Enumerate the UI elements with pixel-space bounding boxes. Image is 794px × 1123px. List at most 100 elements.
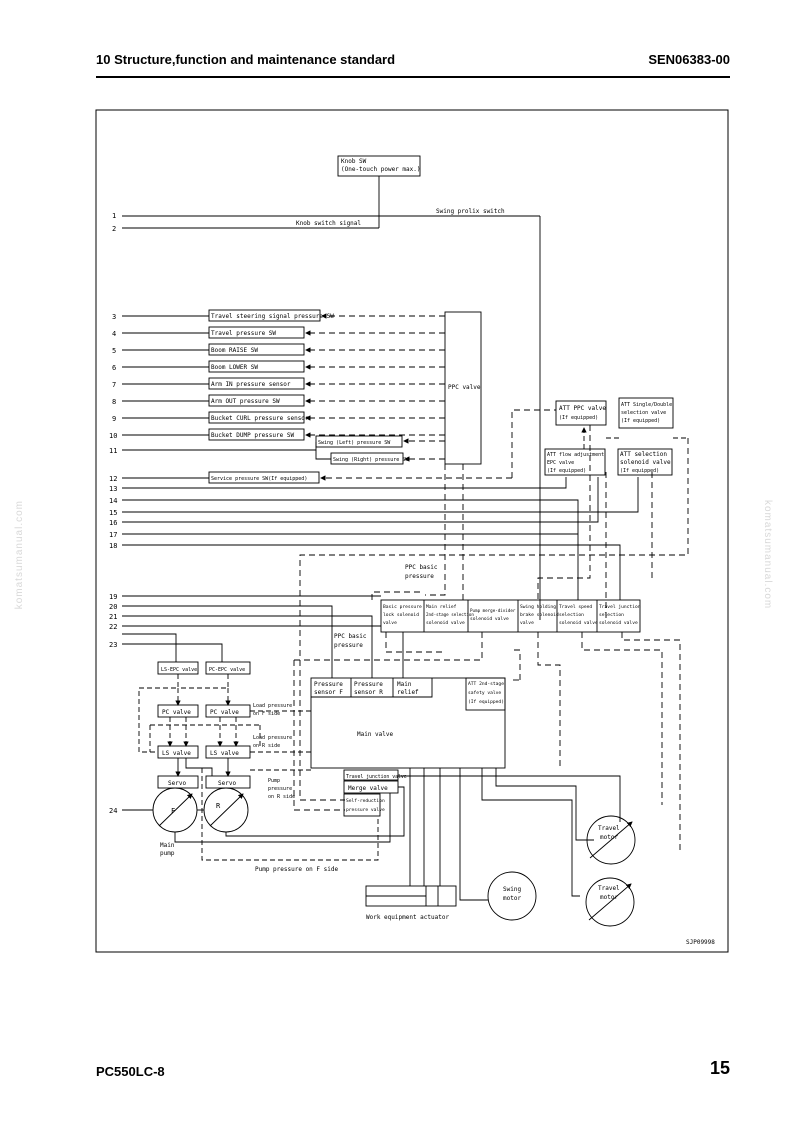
self-reduction-l2: pressure valve: [346, 807, 385, 813]
terminal-5: 5: [112, 347, 116, 355]
footer-page-number: 15: [709, 1058, 730, 1078]
travel-junction-valve-label: Travel junction valve: [346, 774, 407, 780]
solenoid-2-l2: 2nd-stage selection: [426, 612, 474, 617]
pump-pressure-r-l3: on R side: [268, 794, 295, 800]
att-single-double-label: ATT Single/Double: [621, 402, 672, 408]
switch-box-3: [208, 343, 305, 356]
merge-valve-label: Merge valve: [348, 785, 388, 792]
att-ppc-valve-box: [555, 400, 607, 426]
swing-prolix-switch-label: Swing prolix switch: [436, 208, 505, 215]
att-selection-sub: solenoid valve: [620, 459, 671, 466]
terminal-17: 17: [109, 531, 117, 539]
solenoid-6-l1: Travel junction: [599, 604, 641, 610]
switch-box-5: [208, 377, 305, 390]
terminal-7: 7: [112, 381, 116, 389]
switch-box-4: [208, 360, 305, 373]
att-flow-adj-note: (If equipped): [547, 468, 586, 474]
att-single-double-box: [618, 397, 674, 429]
att-flow-adj-label: ATT flow adjustment: [547, 452, 604, 458]
switch-box-11: [208, 471, 320, 484]
terminal-15: 15: [109, 509, 117, 517]
ppc-basic-pressure-2-label: PPC basic: [334, 633, 367, 640]
terminal-23: 23: [109, 641, 117, 649]
switch-box-9: [315, 435, 403, 448]
pump-f-label: F: [171, 807, 175, 815]
switch-label-1: Travel steering signal pressure SW: [211, 313, 334, 320]
switch-label-3: Boom RAISE SW: [211, 347, 258, 354]
solenoid-4-l1: Swing holding: [520, 604, 556, 610]
servo-f-label: Servo: [168, 780, 186, 787]
terminal-16: 16: [109, 519, 117, 527]
terminal-20: 20: [109, 603, 117, 611]
figure-code: SJP09998: [686, 939, 715, 946]
pressure-sensor-f-l2: sensor F: [314, 689, 343, 696]
main-pump-l2: pump: [160, 850, 175, 857]
travel-motor-2-l2: motor: [600, 894, 618, 901]
travel-junction-valve-box: [343, 769, 399, 781]
ppc-valve-label: PPC valve: [448, 384, 481, 391]
att-2nd-stage-box: [465, 677, 506, 711]
terminal-19: 19: [109, 593, 117, 601]
switch-box-10: [330, 452, 404, 465]
footer-model: PC550LC-8: [96, 1064, 165, 1079]
load-pressure-r-l1: Load pressure: [253, 735, 292, 741]
att-selection-note: (If equipped): [620, 468, 659, 474]
att-single-double-note: (If equipped): [621, 418, 660, 424]
page-header: 10 Structure,function and maintenance st…: [96, 52, 730, 78]
servo-r-label: Servo: [218, 780, 236, 787]
main-valve-box: [310, 677, 506, 769]
main-pump-l1: Main: [160, 842, 175, 849]
solenoid-2-l1: Main relief: [426, 604, 457, 610]
load-pressure-f-l1: Load pressure: [253, 703, 292, 709]
terminal-13: 13: [109, 485, 117, 493]
pressure-sensor-f-l1: Pressure: [314, 681, 343, 688]
ls-epc-valve-label: LS-EPC valve: [161, 667, 197, 673]
att-2nd-stage-l3: (If equipped): [468, 699, 504, 705]
switch-label-10: Swing (Right) pressure SW: [333, 457, 409, 463]
att-selection-box: [617, 448, 673, 476]
main-relief-l2: relief: [397, 689, 419, 696]
switch-label-8: Bucket DUMP pressure SW: [211, 432, 294, 439]
switch-label-11: Service pressure SW(If equipped): [211, 476, 307, 482]
att-ppc-valve-label: ATT PPC valve: [559, 405, 606, 412]
work-equipment-actuator-label: Work equipment actuator: [366, 914, 449, 921]
swing-motor-l1: Swing: [503, 886, 521, 893]
att-2nd-stage-l1: ATT 2nd-stage: [468, 681, 504, 687]
pump-r-label: R: [216, 802, 221, 810]
att-single-double-sub: selection valve: [621, 410, 666, 416]
swing-motor: [487, 871, 537, 921]
pump-pressure-f-label: Pump pressure on F side: [255, 866, 338, 873]
solenoid-3-l1: Pump merge-divider: [470, 608, 516, 613]
knob-switch-signal-label: Knob switch signal: [296, 220, 361, 227]
terminal-11: 11: [109, 447, 117, 455]
att-selection-label: ATT selection: [620, 451, 667, 458]
solenoid-valve-block: [380, 599, 641, 633]
figure-frame: [95, 109, 729, 953]
switch-label-2: Travel pressure SW: [211, 330, 276, 337]
travel-motor-2: [585, 877, 635, 927]
switch-label-7: Bucket CURL pressure sensor: [211, 415, 309, 422]
pump-pressure-r-l2: pressure: [268, 786, 292, 792]
travel-motor-1: [586, 815, 636, 865]
switch-box-7: [208, 411, 305, 424]
terminal-24: 24: [109, 807, 117, 815]
switch-box-8: [208, 428, 305, 441]
terminal-4: 4: [112, 330, 116, 338]
solenoid-1-l2: lock solenoid: [383, 612, 419, 618]
solenoid-1-l3: valve: [383, 620, 397, 626]
terminal-9: 9: [112, 415, 116, 423]
switch-label-9: Swing (Left) pressure SW: [318, 440, 391, 446]
pc-valve-r-label: PC valve: [210, 709, 239, 716]
terminal-6: 6: [112, 364, 116, 372]
solenoid-2-l3: solenoid valve: [426, 620, 465, 626]
swing-motor-l2: motor: [503, 895, 521, 902]
load-pressure-f-l2: on F side: [253, 711, 280, 717]
switch-label-6: Arm OUT pressure SW: [211, 398, 280, 405]
ls-valve-f-label: LS valve: [162, 750, 191, 757]
solenoid-5-l2: selection: [559, 612, 584, 618]
pump-pressure-r-l1: Pump: [268, 778, 280, 784]
knob-sw-label: Knob SW: [341, 158, 367, 165]
travel-motor-2-l1: Travel: [598, 885, 620, 892]
att-2nd-stage-l2: safety valve: [468, 690, 501, 696]
terminal-2: 2: [112, 225, 116, 233]
